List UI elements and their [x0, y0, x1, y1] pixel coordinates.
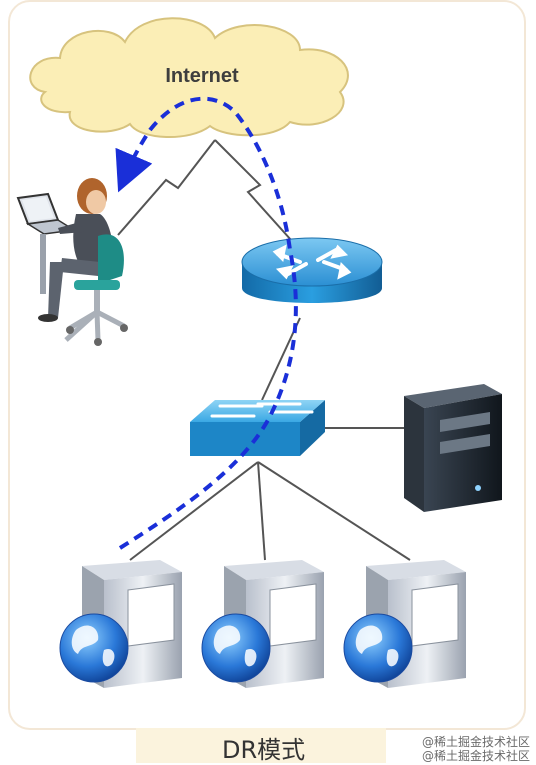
switch-server3-link	[257, 461, 411, 561]
cloud-label: Internet	[165, 65, 239, 87]
diagram-caption: DR模式	[222, 736, 306, 764]
dark-server-icon	[404, 384, 502, 512]
internet-router-link	[214, 139, 301, 251]
router-icon	[241, 237, 383, 303]
caption-bar	[136, 728, 386, 763]
web-server-3-icon	[343, 560, 466, 688]
switch-server2-link	[257, 461, 266, 561]
client-user-icon	[16, 178, 128, 346]
internet-client-link	[117, 139, 216, 236]
web-server-2-icon	[201, 560, 324, 688]
connection-lines	[117, 139, 411, 561]
dr-flow-arrow	[115, 96, 298, 550]
internet-cloud: Internet	[29, 17, 349, 138]
switch-server1-link	[129, 461, 259, 561]
watermark-line-2: @稀土掘金技术社区	[421, 749, 530, 763]
watermark-line-1: @稀土掘金技术社区	[421, 735, 530, 749]
switch-icon	[190, 400, 325, 456]
web-server-1-icon	[59, 560, 182, 688]
